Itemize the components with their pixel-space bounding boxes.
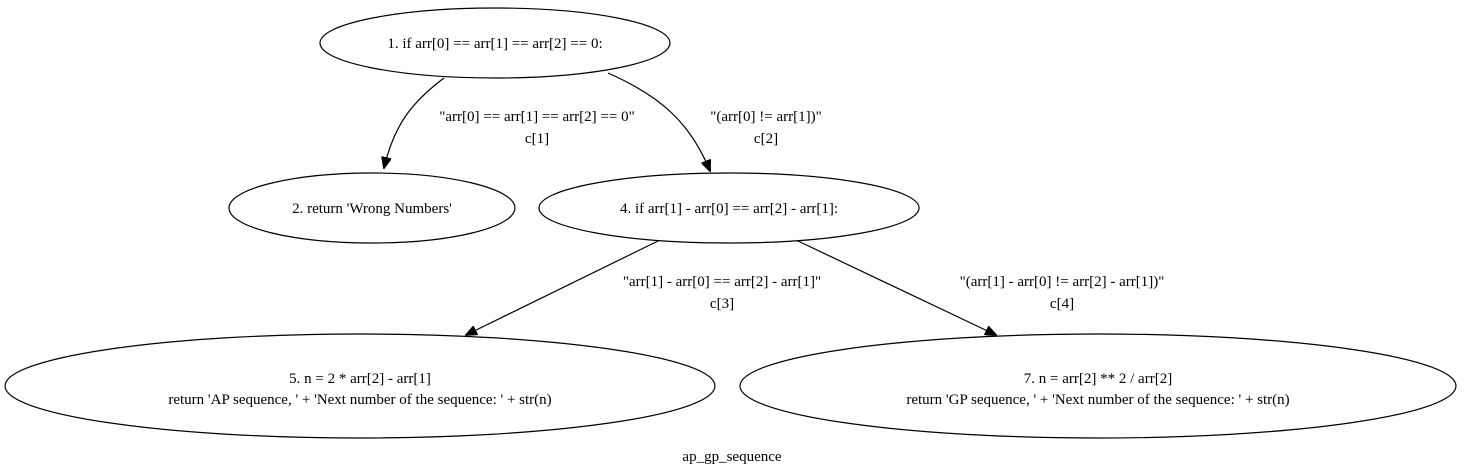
edge-label-condition: "arr[1] - arr[0] == arr[2] - arr[1]" <box>623 274 821 290</box>
node-label-line: return 'GP sequence, ' + 'Next number of… <box>906 392 1289 408</box>
node-ellipse <box>319 7 671 79</box>
edge-line <box>797 240 996 335</box>
node-label-line: 5. n = 2 * arr[2] - arr[1] <box>289 371 431 387</box>
node-5: 5. n = 2 * arr[2] - arr[1] return 'AP se… <box>4 333 716 439</box>
node-ellipse <box>739 333 1457 439</box>
node-2: 2. return 'Wrong Numbers' <box>228 172 516 244</box>
node-ellipse <box>4 333 716 439</box>
node-label: 1. if arr[0] == arr[1] == arr[2] == 0: <box>387 36 602 52</box>
node-label-line: return 'AP sequence, ' + 'Next number of… <box>168 392 551 408</box>
node-label: 2. return 'Wrong Numbers' <box>292 201 452 217</box>
edge-n1-n2: "arr[0] == arr[1] == arr[2] == 0" c[1] <box>384 77 635 168</box>
edge-n4-n7: "(arr[1] - arr[0] != arr[2] - arr[1])" c… <box>797 240 1165 335</box>
node-ellipse <box>538 172 920 244</box>
edge-line <box>607 72 710 171</box>
edge-line <box>384 77 445 168</box>
edge-label-case: c[4] <box>1050 296 1074 312</box>
edge-label-case: c[3] <box>710 296 734 312</box>
edge-label-case: c[2] <box>754 131 778 147</box>
node-ellipse <box>228 172 516 244</box>
edge-label-case: c[1] <box>525 131 549 147</box>
edge-label-condition: "arr[0] == arr[1] == arr[2] == 0" <box>439 109 634 125</box>
edge-n4-n5: "arr[1] - arr[0] == arr[2] - arr[1]" c[3… <box>466 240 821 335</box>
node-4: 4. if arr[1] - arr[0] == arr[2] - arr[1]… <box>538 172 920 244</box>
graph-title: ap_gp_sequence <box>682 449 781 465</box>
edge-label-condition: "(arr[0] != arr[1])" <box>710 109 821 125</box>
node-label: 4. if arr[1] - arr[0] == arr[2] - arr[1]… <box>620 201 838 217</box>
node-1: 1. if arr[0] == arr[1] == arr[2] == 0: <box>319 7 671 79</box>
edge-line <box>466 240 659 335</box>
edge-n1-n4: "(arr[0] != arr[1])" c[2] <box>607 72 822 171</box>
node-label-line: 7. n = arr[2] ** 2 / arr[2] <box>1024 371 1172 387</box>
node-7: 7. n = arr[2] ** 2 / arr[2] return 'GP s… <box>739 333 1457 439</box>
edge-label-condition: "(arr[1] - arr[0] != arr[2] - arr[1])" <box>960 274 1165 290</box>
